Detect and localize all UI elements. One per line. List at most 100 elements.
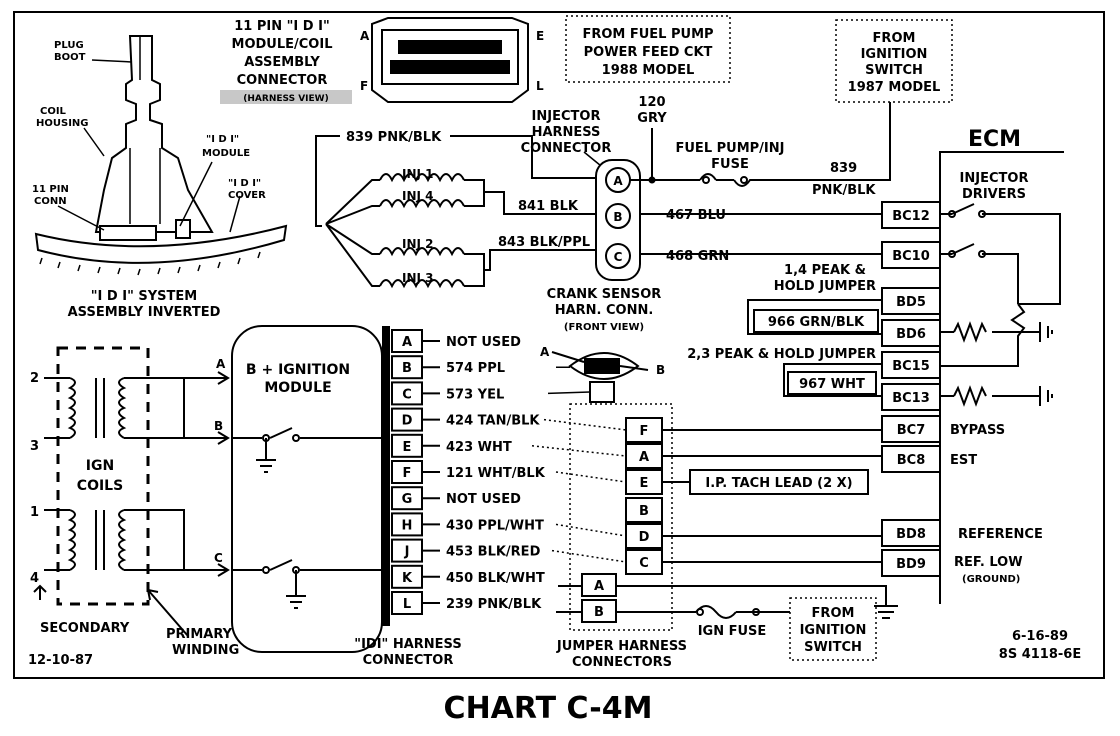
connector-11pin: 11 PIN "I D I" MODULE/COIL ASSEMBLY CONN…: [220, 17, 544, 104]
primary-coil-bottom: [118, 509, 150, 571]
wire-841: [464, 179, 604, 215]
harness-wire-label: 121 WHT/BLK: [446, 466, 546, 481]
secondary-coil-bottom: [44, 509, 76, 571]
leader-idi-cover: [229, 195, 241, 233]
fuse-label-1: FUEL PUMP/INJ: [676, 141, 785, 156]
injector-section: 839 PNK/BLK 839 PNK/BLK INJ 1 INJ 4 INJ …: [315, 95, 891, 333]
wire-120-label-1: 120: [638, 95, 665, 110]
jumper-caption-2: CONNECTORS: [572, 655, 672, 670]
wire-120-label-2: GRY: [637, 111, 667, 126]
harness-wire-label: NOT USED: [446, 492, 521, 507]
pin-bd6: [881, 319, 941, 347]
pin-bc10: [881, 241, 941, 269]
fuel-fuse-wire: [699, 102, 891, 187]
jumper-caption-1: JUMPER HARNESS: [556, 639, 687, 654]
pin-conn-label-2: CONN: [34, 196, 67, 207]
inj3-coil: [379, 279, 465, 289]
harness-conn-label-3: CONNECTOR: [521, 141, 612, 156]
wire-467-label: 467 BLU: [666, 208, 726, 223]
leader-plug-boot: [91, 59, 133, 63]
date-right: 6-16-89: [1012, 629, 1068, 644]
inj3-label: INJ 3: [402, 271, 434, 285]
harness-wire-label: 423 WHT: [446, 440, 512, 455]
module-title-1: B + IGNITION: [246, 362, 350, 378]
harness-pin-label: C: [402, 387, 412, 402]
pin-bc7-label: BC7: [897, 423, 926, 438]
harness-pin-a-label: A: [613, 174, 623, 188]
harness-pin-label: F: [403, 466, 412, 481]
secondary-arrow: [33, 584, 47, 600]
wire-468-label: 468 GRN: [666, 249, 729, 264]
crank-leaders: [551, 351, 649, 371]
harness-wire-label: 239 PNK/BLK: [446, 597, 542, 612]
abc-b: B: [214, 419, 223, 433]
coil-assembly-drawing: PLUG BOOT COIL HOUSING 11 PIN CONN "I D …: [32, 35, 288, 320]
pin-bd9-label: BD9: [896, 557, 926, 572]
ignition-module: B + IGNITION MODULE: [231, 325, 383, 653]
idi-cover-label-2: COVER: [228, 190, 266, 201]
ign-1987-line-1: FROM: [873, 31, 916, 46]
bypass-label: BYPASS: [950, 423, 1005, 438]
pin-bd8: [881, 519, 941, 547]
jumper-pin-label: B: [639, 504, 649, 519]
ecm-label: ECM: [968, 127, 1021, 152]
jumper-pin-b: [625, 497, 663, 523]
conn-face: [381, 29, 519, 85]
harness-sensor-wires: [547, 366, 591, 395]
conn-subtitle: (HARNESS VIEW): [243, 94, 328, 104]
pin-bc10-label: BC10: [892, 249, 930, 264]
sw-b-contact-1: [262, 434, 270, 442]
coil-caption-1: "I D I" SYSTEM: [91, 289, 197, 304]
wire-966-label: 966 GRN/BLK: [768, 315, 865, 330]
pin-bc15: [881, 351, 941, 379]
wire-843-label: 843 BLK/PPL: [498, 235, 590, 250]
fuel-fuse-end-2: [740, 176, 748, 184]
ign-fuse-wire: [616, 605, 790, 619]
jumper-pin-label: E: [640, 476, 649, 491]
injector-drivers-2: DRIVERS: [962, 187, 1026, 202]
leader-idi-module: [179, 161, 213, 227]
primary-coil-top: [118, 377, 150, 439]
fuel-pump-line-2: POWER FEED CKT: [584, 45, 713, 60]
ground-label: (GROUND): [962, 574, 1020, 585]
wire-841-label: 841 BLK: [518, 199, 579, 214]
est-label: EST: [950, 453, 977, 468]
ign-coils-1: IGN: [86, 458, 114, 474]
corner-f: F: [360, 79, 368, 93]
wire-966-loop: [747, 299, 882, 335]
injector-drivers-1: INJECTOR: [960, 171, 1029, 186]
harness-pin-b-label: B: [613, 210, 622, 224]
harness-spine: [382, 326, 390, 626]
chart-title: CHART C-4M: [444, 691, 653, 726]
bc13-resistor: [940, 385, 1040, 407]
wire-450-ground: [616, 585, 898, 619]
harness-wire-label: 453 BLK/RED: [446, 545, 541, 560]
jumper-lower-a-label: A: [594, 579, 604, 594]
ign-fuse-label: IGN FUSE: [698, 624, 767, 639]
module-switch-c: [232, 559, 382, 609]
jumper-pin-label: C: [639, 556, 649, 571]
ecm-internal-zig: [940, 303, 1026, 367]
from-ign-2: IGNITION: [800, 623, 867, 638]
harness-pin-label: A: [402, 335, 412, 350]
harness-wire-label: 574 PPL: [446, 361, 505, 376]
pin-bd5: [881, 287, 941, 315]
inj2-coil: [379, 247, 465, 257]
reference-label: REFERENCE: [958, 527, 1043, 542]
junction-120: [648, 176, 656, 184]
coil-num-4: 4: [30, 571, 39, 586]
jumper14-2: HOLD JUMPER: [774, 279, 876, 294]
crank-sensor-connector: A B: [540, 345, 665, 403]
harness-pin-label: L: [403, 597, 411, 612]
from-ign-3: SWITCH: [804, 640, 862, 655]
abc-c: C: [214, 551, 223, 565]
conn-row-bottom: [390, 60, 510, 74]
drv2-contact-b: [978, 250, 986, 258]
bc13-ground: [1039, 386, 1053, 406]
from-ign-switch-box: [789, 597, 877, 661]
conn-title-4: CONNECTOR: [237, 73, 328, 88]
plug-boot-label-2: BOOT: [54, 52, 86, 63]
harness-lower-wires: [556, 585, 582, 613]
